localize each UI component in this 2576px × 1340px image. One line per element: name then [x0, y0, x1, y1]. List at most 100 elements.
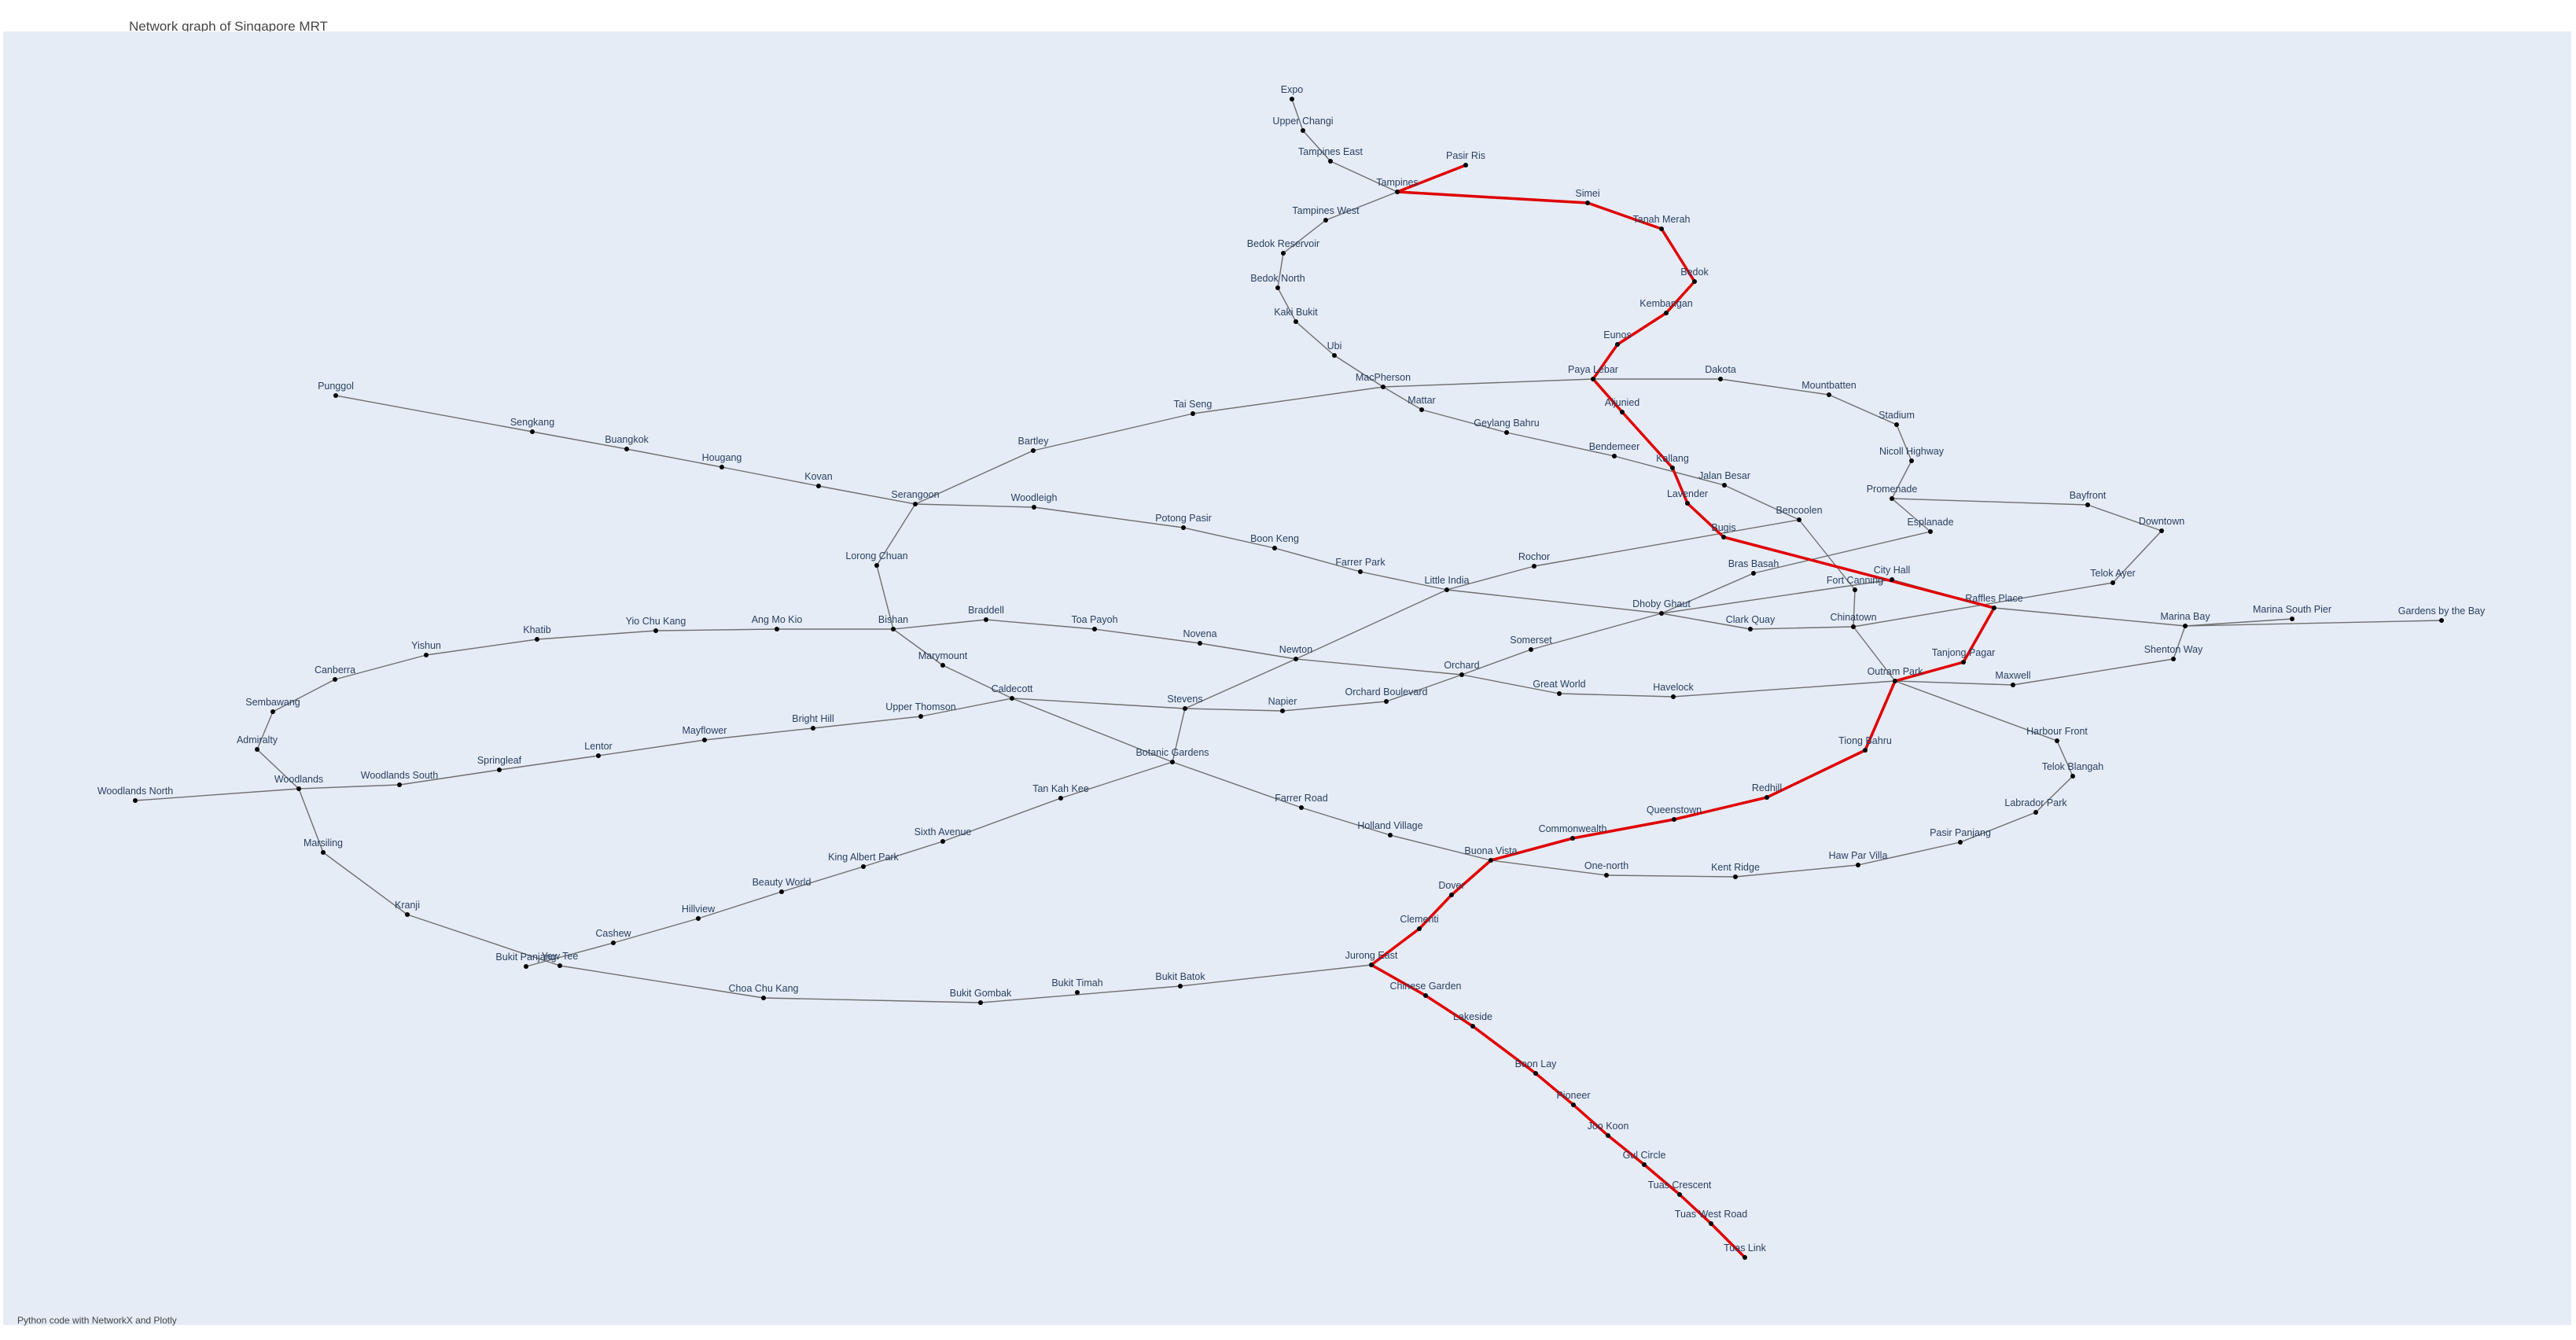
node-commonwealth[interactable] [1570, 836, 1575, 841]
node-botanic-gardens[interactable] [1170, 760, 1175, 764]
node-kovan[interactable] [816, 484, 821, 488]
node-tampines-east[interactable] [1328, 159, 1333, 164]
node-kaki-bukit[interactable] [1294, 319, 1298, 324]
node-kent-ridge[interactable] [1733, 874, 1738, 879]
node-paya-lebar[interactable] [1591, 377, 1595, 381]
node-clementi[interactable] [1417, 926, 1422, 931]
node-maxwell[interactable] [2011, 683, 2015, 687]
node-dakota[interactable] [1718, 377, 1723, 381]
node-shenton-way[interactable] [2171, 657, 2176, 661]
node-cashew[interactable] [611, 941, 616, 945]
node-tai-seng[interactable] [1190, 411, 1195, 416]
node-kranji[interactable] [405, 912, 410, 917]
node-choa-chu-kang[interactable] [761, 996, 766, 1000]
node-downtown[interactable] [2159, 528, 2164, 533]
node-harbour-front[interactable] [2055, 738, 2059, 743]
node-telok-blangah[interactable] [2070, 774, 2075, 779]
node-city-hall[interactable] [1890, 577, 1894, 582]
node-marina-south-pier[interactable] [2290, 617, 2294, 621]
node-farrer-road[interactable] [1299, 805, 1304, 810]
node-bukit-panjang[interactable] [524, 964, 528, 969]
node-little-india[interactable] [1444, 587, 1449, 592]
node-fort-canning[interactable] [1853, 587, 1857, 592]
node-tampines[interactable] [1395, 190, 1400, 194]
node-clark-quay[interactable] [1748, 627, 1753, 631]
node-expo[interactable] [1290, 97, 1294, 101]
node-beauty-world[interactable] [779, 889, 784, 894]
node-queenstown[interactable] [1672, 817, 1676, 822]
node-mattar[interactable] [1419, 407, 1424, 412]
node-joo-koon[interactable] [1606, 1133, 1610, 1138]
node-lavender[interactable] [1685, 501, 1690, 506]
node-tuas-link[interactable] [1742, 1255, 1747, 1260]
node-bukit-gombak[interactable] [978, 1000, 983, 1005]
node-pioneer[interactable] [1571, 1103, 1576, 1107]
node-newton[interactable] [1294, 657, 1298, 661]
node-ang-mo-kio[interactable] [775, 627, 779, 631]
node-hillview[interactable] [696, 916, 701, 921]
node-upper-changi[interactable] [1301, 128, 1305, 133]
node-sembawang[interactable] [270, 709, 275, 714]
node-marina-bay[interactable] [2183, 624, 2188, 628]
node-woodlands-south[interactable] [397, 782, 402, 787]
node-outram-park[interactable] [1893, 679, 1897, 683]
node-bartley[interactable] [1031, 448, 1036, 453]
node-buona-vista[interactable] [1489, 858, 1493, 863]
node-sengkang[interactable] [530, 429, 535, 434]
node-aljunied[interactable] [1620, 410, 1625, 414]
node-orchard-boulevard[interactable] [1384, 699, 1389, 704]
node-dhoby-ghaut[interactable] [1659, 611, 1664, 616]
node-buangkok[interactable] [624, 447, 629, 451]
node-nicoll-highway[interactable] [1909, 458, 1914, 463]
node-tiong-bahru[interactable] [1863, 748, 1868, 753]
node-bishan[interactable] [891, 627, 896, 631]
node-hougang[interactable] [719, 465, 724, 469]
node-yishun[interactable] [424, 653, 429, 657]
node-havelock[interactable] [1671, 694, 1676, 699]
node-yew-tee[interactable] [558, 963, 562, 968]
node-braddell[interactable] [984, 617, 988, 622]
node-esplanade[interactable] [1928, 529, 1933, 534]
node-upper-thomson[interactable] [918, 714, 923, 719]
node-ubi[interactable] [1332, 353, 1337, 358]
node-lorong-chuan[interactable] [874, 563, 879, 568]
node-chinatown[interactable] [1851, 624, 1856, 629]
node-telok-ayer[interactable] [2110, 580, 2115, 585]
node-stadium[interactable] [1894, 422, 1899, 427]
node-pasir-panjang[interactable] [1958, 840, 1963, 845]
node-marymount[interactable] [940, 663, 945, 668]
node-tampines-west[interactable] [1323, 218, 1328, 223]
node-lentor[interactable] [596, 753, 601, 758]
node-bendemeer[interactable] [1612, 454, 1617, 458]
node-serangoon[interactable] [913, 502, 918, 506]
node-tanjong-pagar[interactable] [1961, 660, 1966, 664]
node-labrador-park[interactable] [2033, 810, 2038, 815]
node-pasir-ris[interactable] [1463, 163, 1468, 168]
node-caldecott[interactable] [1010, 696, 1014, 701]
node-simei[interactable] [1585, 201, 1590, 205]
node-novena[interactable] [1198, 641, 1202, 646]
node-stevens[interactable] [1183, 706, 1187, 711]
node-chinese-garden[interactable] [1423, 993, 1428, 998]
node-woodlands-north[interactable] [133, 798, 138, 803]
node-marsiling[interactable] [321, 850, 326, 855]
node-canberra[interactable] [333, 677, 337, 682]
node-farrer-park[interactable] [1358, 569, 1363, 574]
node-khatib[interactable] [535, 637, 539, 642]
node-punggol[interactable] [333, 393, 338, 398]
node-great-world[interactable] [1557, 691, 1562, 696]
node-boon-lay[interactable] [1533, 1071, 1538, 1076]
node-layer[interactable] [133, 97, 2444, 1260]
node-jurong-east[interactable] [1369, 963, 1374, 967]
node-kembangan[interactable] [1664, 311, 1669, 315]
node-somerset[interactable] [1529, 647, 1533, 652]
node-toa-payoh[interactable] [1092, 627, 1097, 631]
node-tuas-crescent[interactable] [1677, 1192, 1682, 1197]
node-boon-keng[interactable] [1272, 546, 1277, 550]
node-jalan-besar[interactable] [1722, 483, 1727, 488]
node-admiralty[interactable] [255, 747, 259, 752]
node-mountbatten[interactable] [1827, 392, 1831, 397]
node-redhill[interactable] [1765, 795, 1769, 800]
node-yio-chu-kang[interactable] [653, 628, 658, 633]
